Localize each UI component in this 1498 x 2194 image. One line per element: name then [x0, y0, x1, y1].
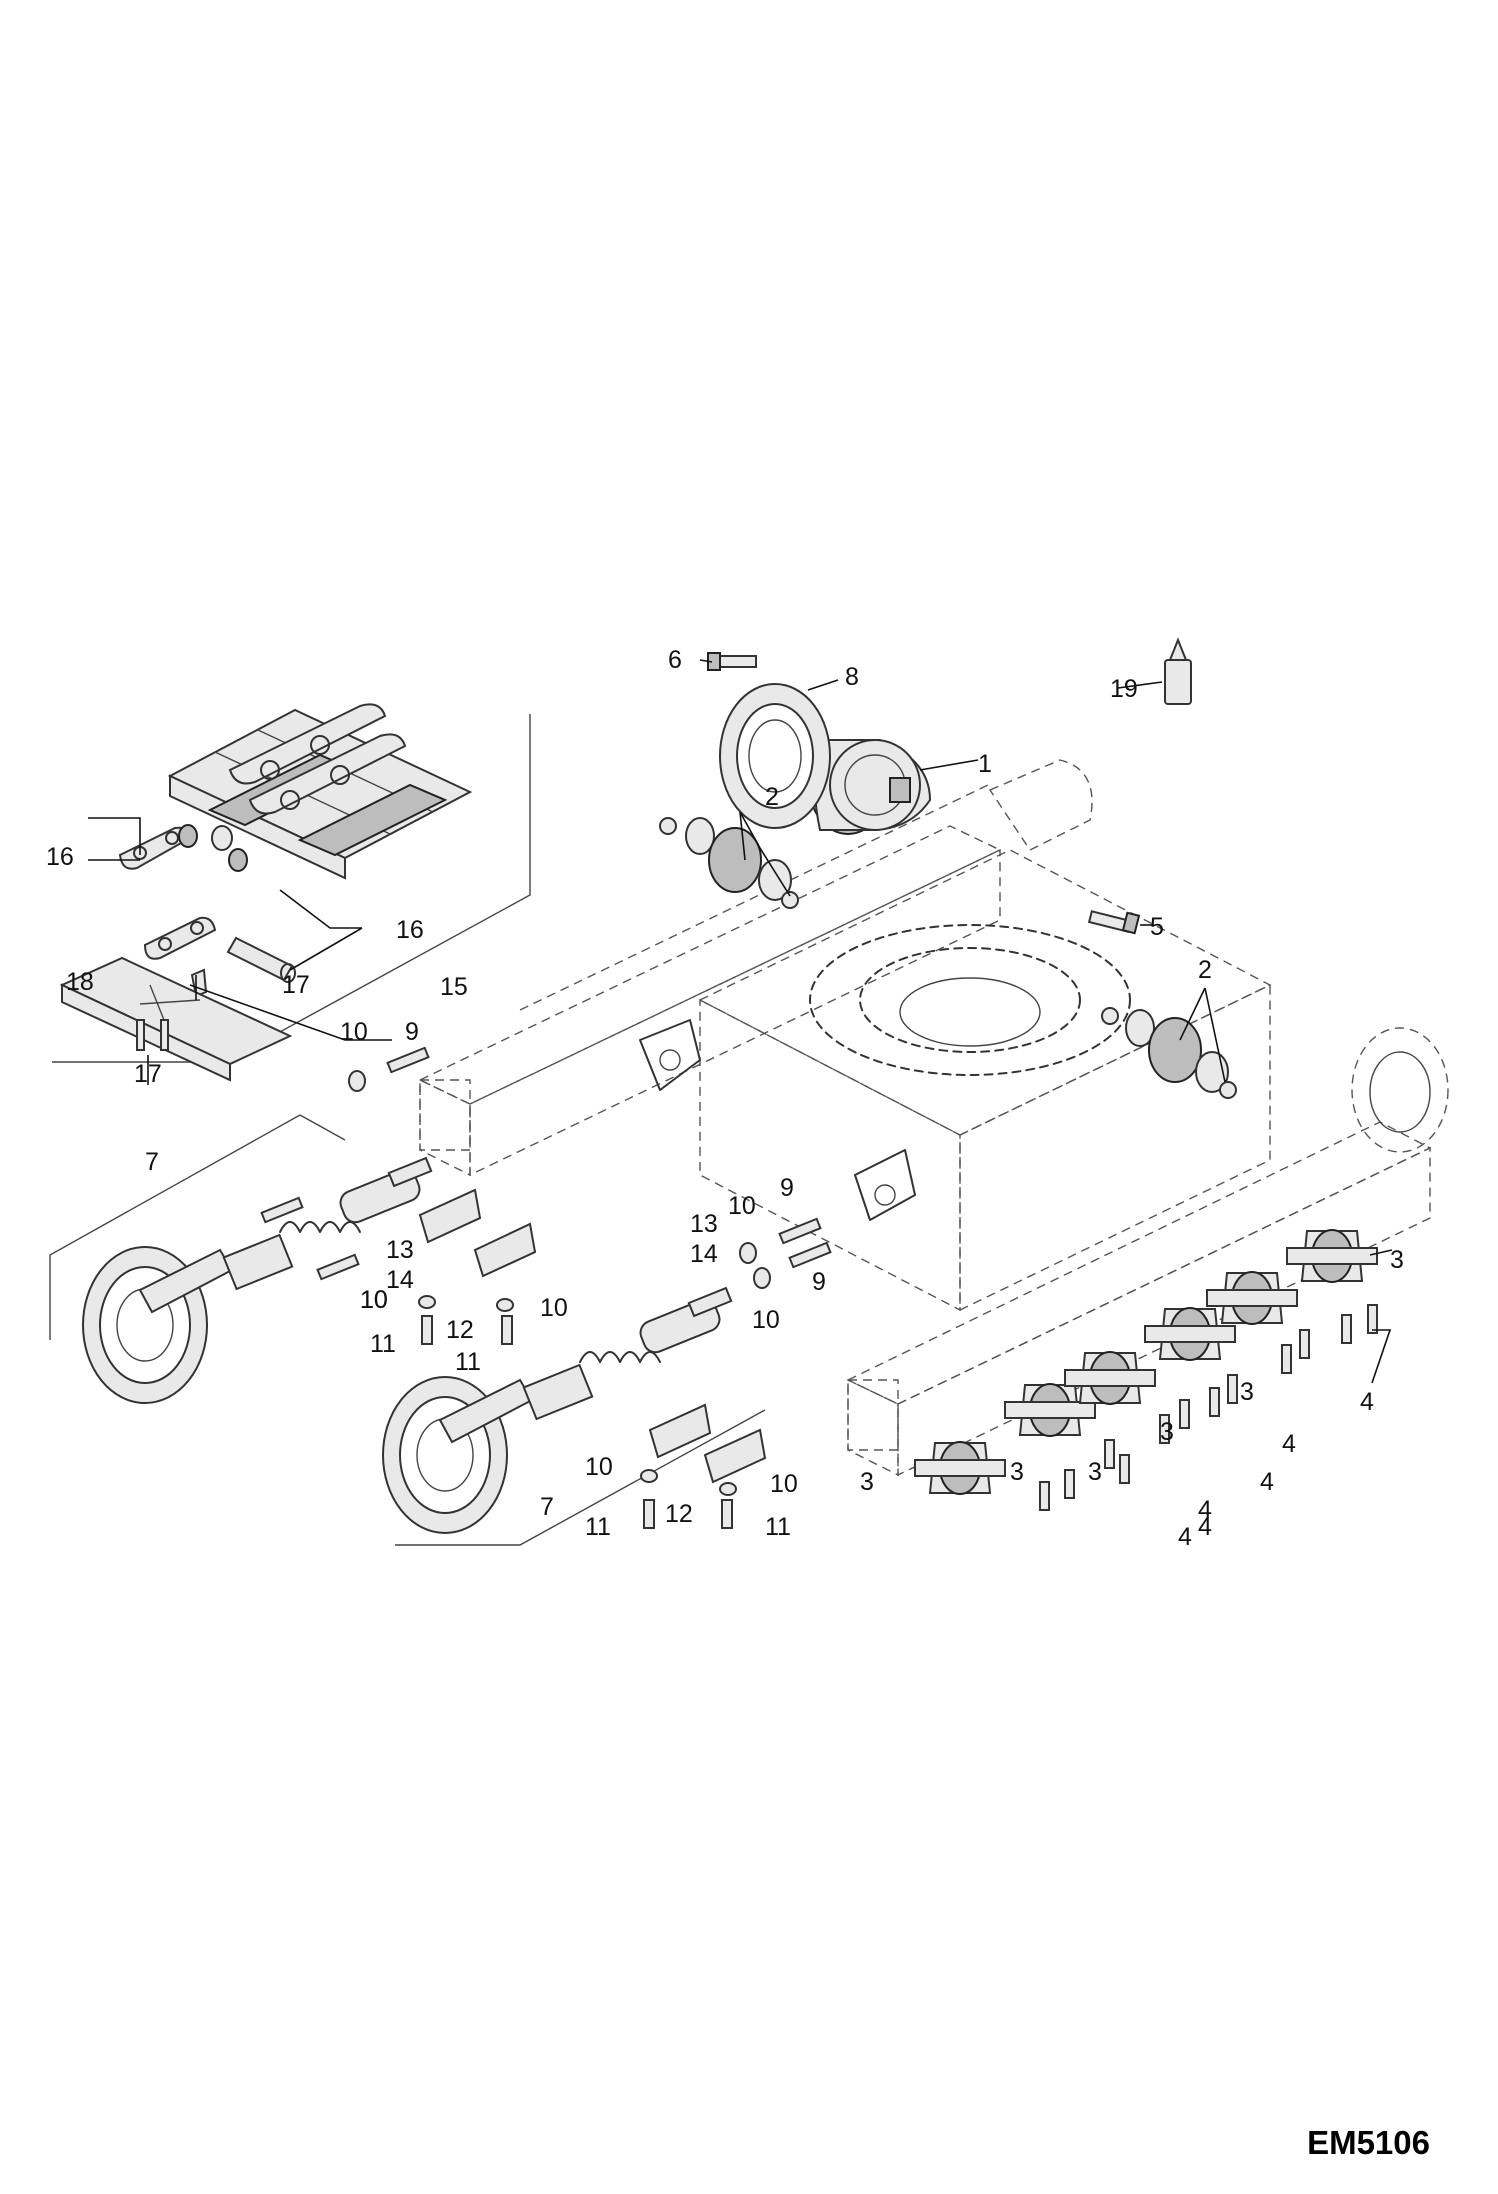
track-roller-bolts [1039, 1304, 1378, 1511]
callout-7: 7 [145, 1148, 159, 1176]
sprocket-bolt [707, 652, 757, 671]
callout-17: 17 [134, 1060, 162, 1088]
document-code: EM5106 [1307, 2124, 1430, 2161]
track-link-parts [118, 824, 296, 998]
callout-10: 10 [585, 1453, 613, 1481]
grease-cartridge [1164, 637, 1192, 705]
callout-10: 10 [770, 1470, 798, 1498]
callout-3: 3 [1010, 1458, 1024, 1486]
callout-15: 15 [440, 973, 468, 1001]
callout-4: 4 [1198, 1513, 1212, 1541]
callout-14: 14 [386, 1266, 414, 1294]
track-drive-motor [809, 739, 932, 835]
callout-10: 10 [728, 1192, 756, 1220]
callout-10: 10 [540, 1294, 568, 1322]
callout-4: 4 [1360, 1388, 1374, 1416]
callout-4: 4 [1198, 1496, 1212, 1524]
callout-16: 16 [46, 843, 74, 871]
callout-3: 3 [860, 1468, 874, 1496]
callout-11: 11 [765, 1513, 791, 1541]
drive-sprocket [719, 683, 831, 829]
callout-19: 19 [1110, 675, 1138, 703]
callout-4: 4 [1260, 1468, 1274, 1496]
callout-18: 18 [66, 968, 94, 996]
callout-14: 14 [690, 1240, 718, 1268]
callout-1: 1 [978, 750, 992, 778]
callout-12: 12 [665, 1500, 693, 1528]
motor-bolt [1087, 910, 1141, 935]
track-shoe-single [59, 956, 293, 1082]
callout-13: 13 [386, 1236, 414, 1264]
callout-11: 11 [585, 1513, 611, 1541]
callout-17: 17 [282, 971, 310, 999]
carrier-roller-left [659, 817, 799, 909]
undercarriage-frame [418, 759, 1449, 1477]
callout-2: 2 [765, 783, 779, 811]
callout-3: 3 [1240, 1378, 1254, 1406]
track-rollers [914, 1229, 1378, 1495]
shoe-bolts [136, 1019, 169, 1051]
callout-5: 5 [1150, 913, 1164, 941]
carrier-roller-right [1101, 1007, 1237, 1099]
callout-11: 11 [455, 1348, 481, 1376]
tensioner-hardware [348, 1046, 832, 1529]
callout-13: 13 [690, 1210, 718, 1238]
track-chain-links [228, 703, 407, 815]
callout-9: 9 [405, 1018, 419, 1046]
callout-2: 2 [1198, 956, 1212, 984]
callout-6: 6 [668, 646, 682, 674]
callout-4: 4 [1178, 1523, 1192, 1551]
leader-lines [88, 659, 1393, 1384]
callout-9: 9 [780, 1174, 794, 1202]
callout-3: 3 [1160, 1418, 1174, 1446]
callout-11: 11 [370, 1330, 396, 1358]
callout-10: 10 [360, 1286, 388, 1314]
callout-8: 8 [845, 663, 859, 691]
front-idler-assembly-left [49, 1114, 433, 1404]
callout-9: 9 [812, 1268, 826, 1296]
callout-3: 3 [1088, 1458, 1102, 1486]
callout-16: 16 [396, 916, 424, 944]
callout-12: 12 [446, 1316, 474, 1344]
callout-10: 10 [340, 1018, 368, 1046]
callout-10: 10 [360, 1286, 388, 1314]
front-idler-assembly-right [382, 1286, 766, 1546]
callout-3: 3 [1390, 1246, 1404, 1274]
callout-10: 10 [752, 1306, 780, 1334]
callout-numbers: 1 2 2 3 3 3 3 3 3 4 4 4 4 4 4 5 6 7 7 8 … [46, 646, 1404, 1551]
track-chain-inset [52, 703, 531, 1082]
callout-7: 7 [540, 1493, 554, 1521]
callout-4: 4 [1282, 1430, 1296, 1458]
